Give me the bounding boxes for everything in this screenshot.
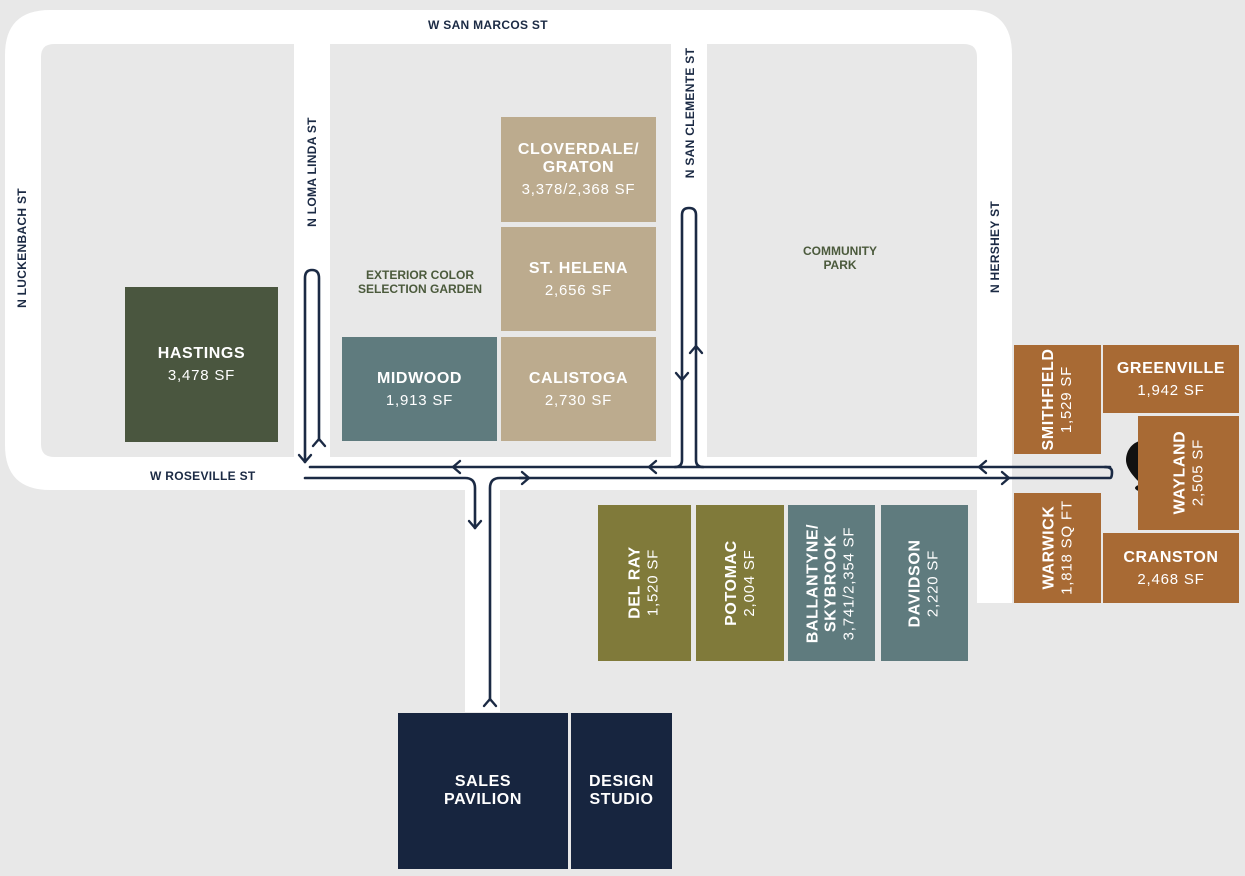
lot-name: WARWICK [1040,505,1058,590]
lot-del-ray[interactable]: DEL RAY 1,520 SF [598,505,691,661]
street-loma-linda: N LOMA LINDA ST [305,117,319,227]
lot-name: BALLANTYNE/ SKYBROOK [804,523,840,644]
lot-size: 2,468 SF [1137,570,1205,588]
street-luckenbach: N LUCKENBACH ST [15,188,29,308]
lot-name: DAVIDSON [906,539,924,628]
lot-size: 2,220 SF [924,549,942,618]
lot-name: CRANSTON [1123,548,1219,566]
lot-name: CALISTOGA [528,369,629,387]
lot-cloverdale-graton[interactable]: CLOVERDALE/ GRATON 3,378/2,368 SF [501,117,656,222]
arrow-pav-up [482,697,498,708]
lot-ballantyne-skybrook[interactable]: BALLANTYNE/ SKYBROOK 3,741/2,354 SF [788,505,875,661]
lot-name: GREENVILLE [1116,359,1226,377]
lot-davidson[interactable]: DAVIDSON 2,220 SF [881,505,968,661]
community-park-label: COMMUNITY PARK [803,244,877,272]
arrow-west-2 [647,459,658,475]
lot-size: 1,520 SF [644,548,662,617]
lot-warwick[interactable]: WARWICK 1,818 SQ FT [1014,493,1101,603]
arrow-west-3 [977,459,988,475]
lot-name: MIDWOOD [376,369,463,387]
building-name: SALES PAVILION [444,773,522,808]
sales-pavilion[interactable]: SALES PAVILION [398,713,568,869]
arrow-east-1 [1000,470,1011,486]
lot-smithfield[interactable]: SMITHFIELD 1,529 SF [1014,345,1101,454]
lot-size: 2,505 SF [1189,438,1207,507]
lot-size: 2,656 SF [544,281,613,299]
arrow-clem-down [674,371,690,382]
arrow-loma-up [311,437,327,448]
lot-size: 2,004 SF [740,549,758,617]
lot-size: 1,913 SF [385,391,454,409]
lot-size: 2,730 SF [544,391,613,409]
lot-size: 1,942 SF [1137,381,1205,399]
lot-st-helena[interactable]: ST. HELENA 2,656 SF [501,227,656,331]
street-san-clemente: N SAN CLEMENTE ST [683,47,697,179]
route-roseville-east [303,476,477,530]
route-loma-linda-loop [303,268,321,464]
arrow-west-1 [451,459,462,475]
route-clemente-down [673,378,684,469]
lot-greenville[interactable]: GREENVILLE 1,942 SF [1103,345,1239,413]
lot-name: DEL RAY [626,546,644,619]
lot-midwood[interactable]: MIDWOOD 1,913 SF [342,337,497,441]
lot-name: WAYLAND [1171,430,1189,515]
building-name: DESIGN STUDIO [589,773,654,808]
arrow-pav-down [467,519,483,530]
lot-name: POTOMAC [722,540,740,626]
color-garden-label: EXTERIOR COLOR SELECTION GARDEN [357,268,482,296]
arrow-clem-up [688,344,704,355]
lot-size: 1,529 SF [1058,365,1075,434]
lot-name: ST. HELENA [528,259,629,277]
lot-name: SMITHFIELD [1040,348,1057,451]
street-roseville: W ROSEVILLE ST [150,469,256,483]
route-clemente [680,206,705,469]
lot-name: HASTINGS [157,345,246,362]
lot-cranston[interactable]: CRANSTON 2,468 SF [1103,533,1239,603]
arrow-loma-down [297,453,313,464]
lot-hastings[interactable]: HASTINGS 3,478 SF [125,287,278,442]
lot-size: 3,378/2,368 SF [521,181,636,198]
lot-calistoga[interactable]: CALISTOGA 2,730 SF [501,337,656,441]
lot-potomac[interactable]: POTOMAC 2,004 SF [696,505,784,661]
lot-size: 1,818 SQ FT [1058,500,1076,595]
arrow-east-2 [520,470,531,486]
route-center-east [518,465,1114,480]
route-pavilion [488,476,527,702]
street-hershey: N HERSHEY ST [988,200,1002,294]
lot-name: CLOVERDALE/ GRATON [517,141,640,176]
lot-size: 3,478 SF [167,367,236,384]
lot-wayland[interactable]: WAYLAND 2,505 SF [1138,416,1239,530]
street-san-marcos: W SAN MARCOS ST [428,18,548,32]
lot-size: 3,741/2,354 SF [840,526,858,641]
design-studio[interactable]: DESIGN STUDIO [571,713,672,869]
